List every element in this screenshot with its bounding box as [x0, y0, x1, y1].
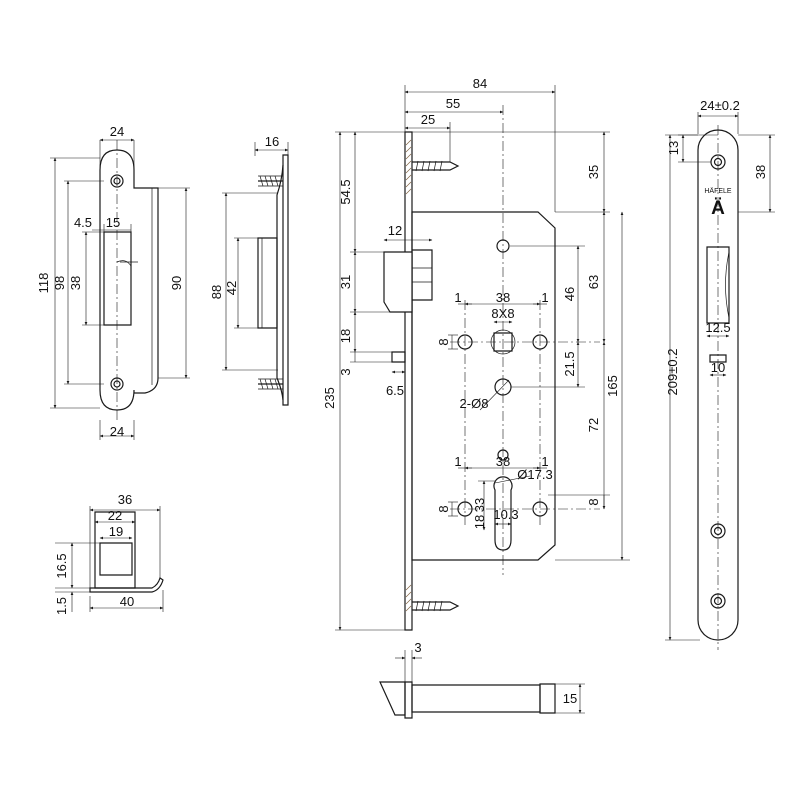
dim-overall-width: 84 — [473, 76, 487, 91]
dim-strike-height-mid: 98 — [52, 276, 67, 290]
dim-box-length: 40 — [120, 594, 134, 609]
dim-box-width-inner: 19 — [109, 524, 123, 539]
latch-opening — [706, 246, 730, 324]
dim-strike-slot-height: 38 — [68, 276, 83, 290]
cylinder-cutout — [493, 476, 513, 551]
faceplate-brand-mark: Ä — [711, 198, 725, 219]
dim-cylinder-a: 33 — [472, 498, 487, 512]
dim-box-width-mid: 22 — [108, 508, 122, 523]
dim-cylinder-dia: Ø17.3 — [517, 467, 552, 482]
dim-top-to-spindle: 35 — [586, 165, 601, 179]
dim-spindle-to-hole: 21.5 — [562, 351, 577, 376]
dim-hole-dia-small: 8 — [436, 338, 451, 345]
strike-plate-view: 24 4.5 15 118 98 38 90 24 — [36, 124, 190, 440]
dim-cylinder-b: 18 — [472, 515, 487, 529]
screw-icon — [412, 600, 460, 612]
dim-cylinder-center: 38 — [496, 454, 510, 469]
dim-upper-total: 63 — [586, 275, 601, 289]
dim-box-height: 16.5 — [54, 553, 69, 578]
screw-icon — [258, 378, 283, 390]
dim-bolt-thickness: 3 — [414, 640, 421, 655]
dim-screw-holes: 2-Ø8 — [460, 396, 489, 411]
dim-strike-width-bottom: 24 — [110, 424, 124, 439]
dim-latch-width: 12 — [388, 223, 402, 238]
dim-backset: 55 — [446, 96, 460, 111]
dim-top-offset: 54.5 — [338, 179, 353, 204]
side-strike-view: 16 88 42 — [209, 134, 289, 406]
dim-side-thickness: 16 — [265, 134, 279, 149]
dim-strike-width-top: 24 — [110, 124, 124, 139]
dim-hole-dia-lower: 8 — [436, 505, 451, 512]
dim-strike-lip-height: 90 — [169, 276, 184, 290]
dim-faceplate-bolt-width: 10 — [711, 360, 725, 375]
bolt-detail-view: 3 15 — [379, 640, 585, 719]
bolt-opening — [709, 354, 727, 363]
dim-cylinder-width: 10.3 — [493, 507, 518, 522]
dim-side-pocket: 42 — [224, 281, 239, 295]
dim-center-distance: 72 — [586, 418, 601, 432]
dim-faceplate-latch-width: 12.5 — [705, 320, 730, 335]
dim-spindle-square: 8X8 — [491, 306, 514, 321]
dim-faceplate-top-to-hole: 38 — [753, 165, 768, 179]
dim-lip-offset: 25 — [421, 112, 435, 127]
dim-hole-left-2: 1 — [454, 454, 461, 469]
dim-spindle-center: 38 — [496, 290, 510, 305]
strike-box-view: 36 22 19 16.5 1.5 40 — [54, 492, 164, 615]
dim-hole-dia-right: 8 — [586, 498, 601, 505]
dim-box-width-outer: 36 — [118, 492, 132, 507]
faceplate-hatch — [405, 139, 412, 612]
dim-deadbolt-height: 18 — [338, 329, 353, 343]
lock-body-view: 84 55 25 54.5 12 31 18 3 6.5 235 — [322, 76, 630, 631]
faceplate-brand: HÄFELE — [704, 187, 732, 195]
dim-side-height: 88 — [209, 285, 224, 299]
dim-lip-depth: 6.5 — [386, 383, 404, 398]
dim-hole-right-1: 1 — [541, 290, 548, 305]
dim-body-height: 165 — [605, 375, 620, 397]
screw-icon — [258, 175, 283, 187]
dim-strike-hole-offset: 4.5 — [74, 215, 92, 230]
dim-faceplate-top-margin: 13 — [666, 141, 681, 155]
dim-upper-offset: 46 — [562, 287, 577, 301]
dim-faceplate-length: 209±0.2 — [665, 349, 680, 396]
dim-faceplate-width: 24±0.2 — [700, 98, 740, 113]
dim-latch-height: 31 — [338, 275, 353, 289]
dim-strike-height-overall: 118 — [36, 273, 51, 294]
faceplate-view: HÄFELE Ä 24±0.2 13 38 12.5 10 209±0.2 — [665, 98, 775, 650]
dim-gap: 3 — [338, 368, 353, 375]
dim-strike-slot-width: 15 — [106, 215, 120, 230]
dim-hole-right-2: 1 — [541, 454, 548, 469]
dim-hole-left-1: 1 — [454, 290, 461, 305]
screw-icon — [412, 160, 460, 172]
dim-bolt-height: 15 — [563, 691, 577, 706]
dim-overall-height: 235 — [322, 387, 337, 409]
dim-box-lip: 1.5 — [54, 597, 69, 615]
spindle-square — [493, 332, 513, 352]
